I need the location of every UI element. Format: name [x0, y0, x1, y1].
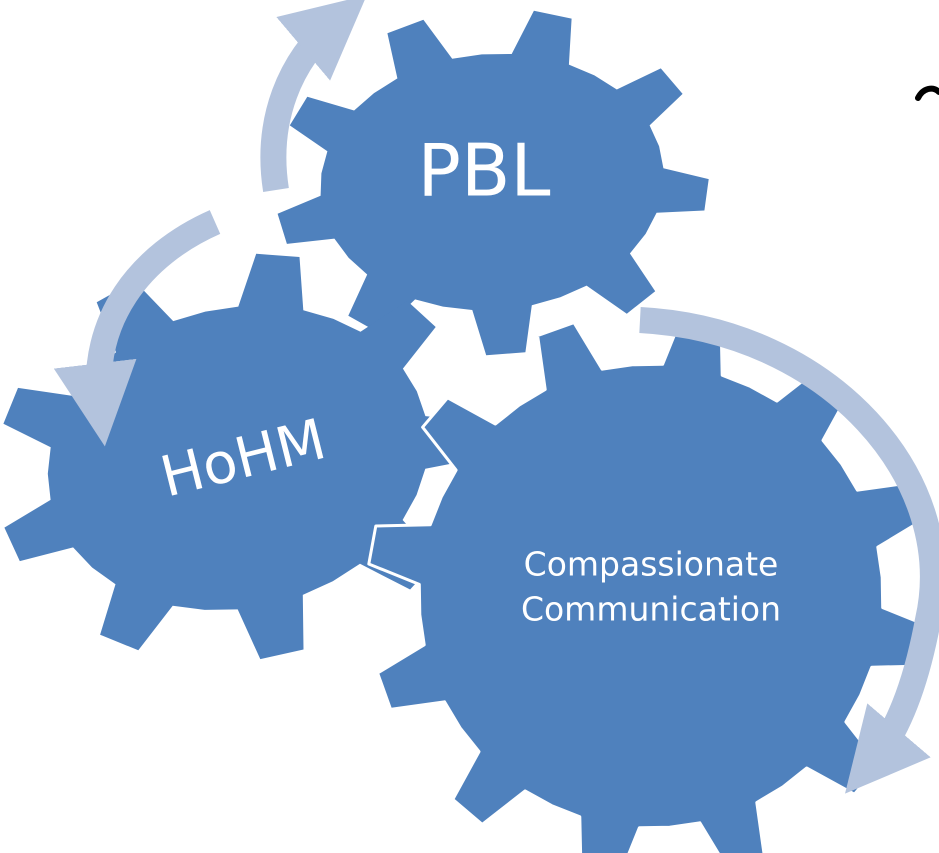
- communication-label: Communication: [521, 590, 781, 629]
- pbl-gear: [277, 10, 709, 356]
- compassionate-label: Compassionate: [524, 545, 779, 584]
- pbl-cycle-arrow: [260, 0, 367, 193]
- pbl-label: PBL: [418, 129, 551, 213]
- hohm-cycle-arrow: [53, 210, 221, 447]
- compassionate-communication-gear: [367, 312, 935, 853]
- decorative-tilde-mark: [915, 85, 939, 101]
- compassionate-communication-cycle-arrow: [639, 307, 939, 794]
- hohm-gear: [3, 253, 480, 660]
